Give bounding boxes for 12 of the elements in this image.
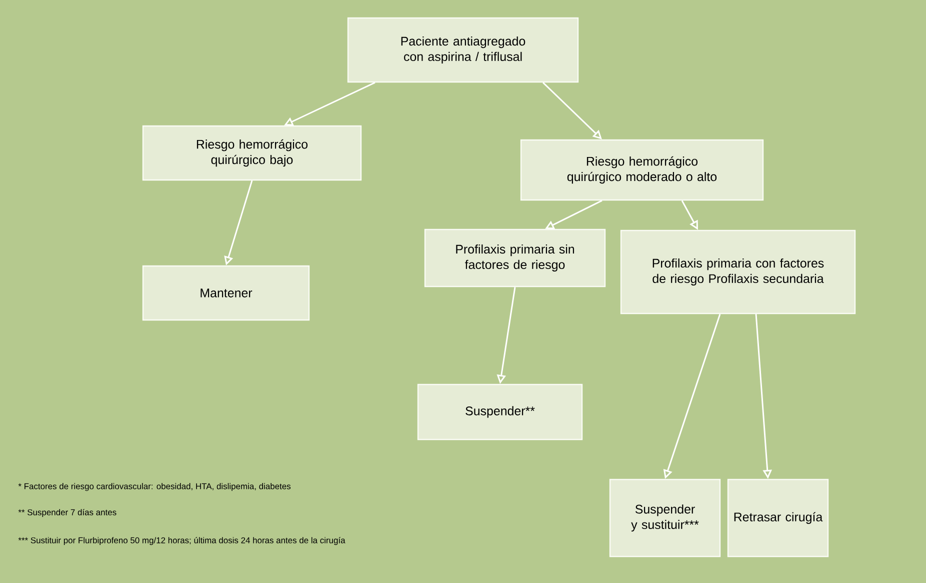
footnote: * Factores de riesgo cardiovascular: obesidad, HTA, dislipemia, diabetes — [18, 483, 291, 491]
process-box: Profilaxis primaria sin factores de riesgo — [424, 228, 606, 288]
process-box: Profilaxis primaria con factores de riesgo Profilaxis secundaria — [620, 230, 856, 314]
process-box: Suspender** — [417, 384, 583, 440]
footnote: ** Suspender 7 días antes — [18, 509, 116, 517]
process-box: Suspender y sustituir*** — [609, 478, 721, 558]
process-box: Riesgo hemorrágico quirúrgico bajo — [142, 125, 362, 181]
process-box: Retrasar cirugía — [727, 478, 829, 558]
process-box: Paciente antiagregado con aspirina / triflusal — [347, 17, 579, 83]
process-box: Riesgo hemorrágico quirúrgico moderado o alto — [520, 139, 764, 201]
footnote: *** Sustituir por Flurbiprofeno 50 mg/12 horas; última dosis 24 horas antes de la cirugía — [18, 537, 346, 545]
process-box: Mantener — [142, 265, 310, 321]
